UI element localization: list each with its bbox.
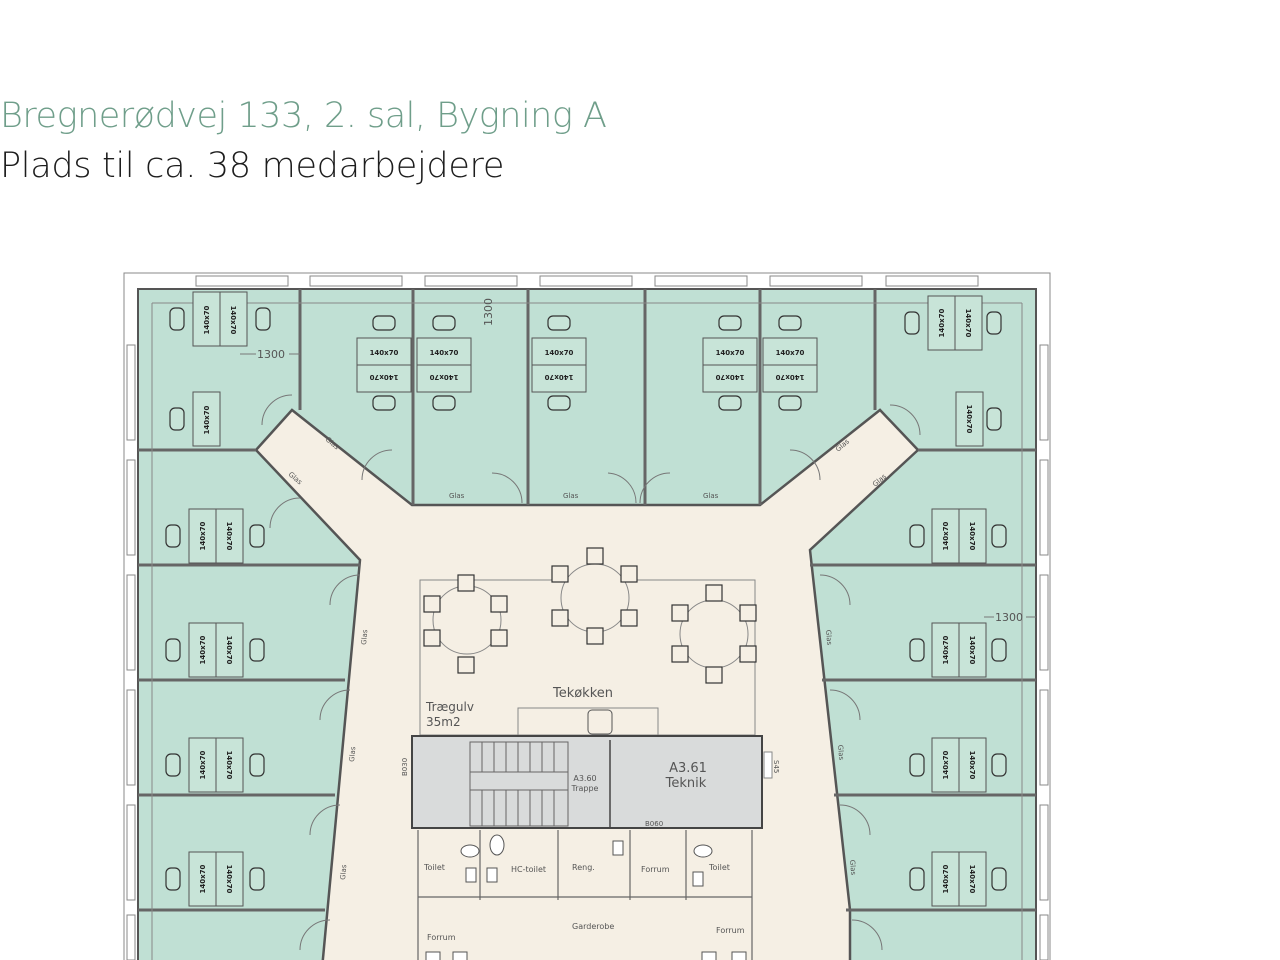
room-labels: Toilet HC-toilet Reng. Forrum Toilet For… — [423, 863, 745, 942]
svg-text:Toilet: Toilet — [423, 863, 445, 872]
svg-text:140x70: 140x70 — [942, 864, 950, 893]
stair-room-code: A3.60 — [573, 774, 596, 783]
kitchen-label: Tekøkken — [552, 686, 613, 701]
svg-text:140x70: 140x70 — [965, 405, 973, 434]
svg-text:Forrum: Forrum — [427, 933, 456, 942]
svg-text:140x70: 140x70 — [545, 349, 574, 357]
floor-area-label: 35m2 — [426, 715, 461, 729]
address-title: Bregnerødvej 133, 2. sal, Bygning A — [0, 96, 607, 136]
svg-text:140x70: 140x70 — [229, 306, 237, 335]
shaft — [763, 751, 773, 779]
svg-text:Glas: Glas — [360, 629, 369, 645]
dimension-1300-top: 1300 — [482, 298, 495, 326]
toilet-walls — [417, 830, 753, 960]
svg-text:140x70: 140x70 — [225, 751, 233, 780]
dimension-1300-right: 1300 — [995, 611, 1023, 624]
svg-text:HC-toilet: HC-toilet — [511, 865, 546, 874]
svg-text:140x70: 140x70 — [942, 521, 950, 550]
inner-lines — [151, 302, 1023, 960]
svg-text:140x70: 140x70 — [942, 750, 950, 779]
svg-text:Glas: Glas — [836, 744, 845, 760]
tech-room-name: Teknik — [665, 776, 707, 791]
svg-text:Glas: Glas — [703, 492, 719, 500]
office-walls — [138, 289, 1036, 912]
svg-text:Glas: Glas — [348, 746, 357, 762]
svg-text:Glas: Glas — [449, 492, 465, 500]
svg-text:Glas: Glas — [563, 492, 579, 500]
desk-labels: 140x70 140x70 140x70 140x70 140x70 140x7… — [199, 305, 976, 893]
svg-text:140x70: 140x70 — [199, 864, 207, 893]
windows-side — [126, 344, 1049, 960]
canteen-chairs — [423, 547, 757, 684]
capacity-subtitle: Plads til ca. 38 medarbejdere — [0, 146, 505, 186]
dimension-1300-left: 1300 — [257, 348, 285, 361]
office-chairs — [165, 307, 1007, 891]
floor-type-label: Trægulv — [425, 700, 474, 714]
svg-text:140x70: 140x70 — [968, 751, 976, 780]
svg-text:Garderobe: Garderobe — [572, 922, 614, 931]
svg-text:140x70: 140x70 — [199, 521, 207, 550]
door-swings — [261, 394, 921, 951]
stair-icon — [469, 741, 569, 827]
windows-top — [195, 275, 979, 287]
svg-text:140x70: 140x70 — [968, 865, 976, 894]
svg-text:Forrum: Forrum — [641, 865, 670, 874]
svg-text:140x70: 140x70 — [968, 636, 976, 665]
round-tables — [432, 563, 749, 669]
svg-text:140x70: 140x70 — [716, 349, 745, 357]
svg-text:140x70: 140x70 — [715, 373, 744, 381]
svg-text:140x70: 140x70 — [203, 405, 211, 434]
svg-text:140x70: 140x70 — [964, 309, 972, 338]
shaft-label: S45 — [772, 760, 780, 773]
svg-text:Glas: Glas — [824, 629, 833, 645]
svg-text:140x70: 140x70 — [225, 636, 233, 665]
svg-text:140x70: 140x70 — [225, 522, 233, 551]
svg-text:Glas: Glas — [848, 859, 857, 875]
svg-text:140x70: 140x70 — [775, 373, 804, 381]
desks — [188, 291, 987, 907]
svg-text:Reng.: Reng. — [572, 863, 595, 872]
toilet-icons — [425, 834, 747, 960]
svg-text:140x70: 140x70 — [942, 635, 950, 664]
svg-text:140x70: 140x70 — [968, 522, 976, 551]
sink-icon — [587, 709, 613, 735]
svg-text:140x70: 140x70 — [430, 349, 459, 357]
svg-text:140x70: 140x70 — [199, 750, 207, 779]
svg-text:140x70: 140x70 — [369, 373, 398, 381]
svg-text:140x70: 140x70 — [429, 373, 458, 381]
svg-text:140x70: 140x70 — [203, 305, 211, 334]
svg-text:140x70: 140x70 — [370, 349, 399, 357]
svg-text:Toilet: Toilet — [708, 863, 730, 872]
svg-text:Glas: Glas — [339, 864, 348, 880]
svg-text:140x70: 140x70 — [544, 373, 573, 381]
stair-room-name: Trappe — [571, 784, 599, 793]
svg-text:Forrum: Forrum — [716, 926, 745, 935]
svg-text:140x70: 140x70 — [199, 635, 207, 664]
svg-text:140x70: 140x70 — [776, 349, 805, 357]
tech-room-code: A3.61 — [669, 761, 707, 776]
door-b060-label: B060 — [645, 820, 663, 828]
svg-text:140x70: 140x70 — [225, 865, 233, 894]
svg-text:140x70: 140x70 — [938, 308, 946, 337]
dimension-labels — [240, 353, 1036, 618]
door-b030-label: B030 — [401, 758, 409, 776]
